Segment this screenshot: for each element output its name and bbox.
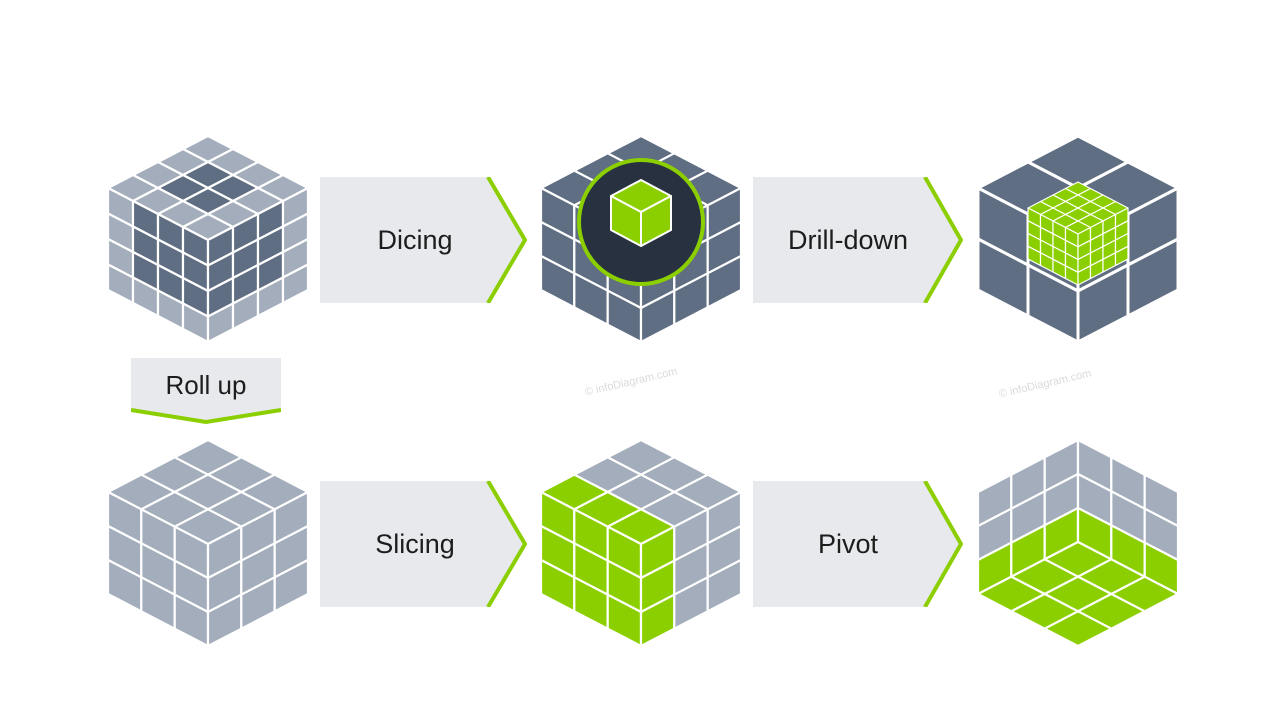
watermark: © infoDiagram.com [997,367,1093,401]
drill-down-arrow: Drill-down [753,176,964,304]
cube-slicing-result [539,438,743,648]
floor-cell [1043,610,1113,648]
dicing-label: Dicing [377,224,453,255]
dicing-arrow: Dicing [320,175,530,305]
chevron-down-icon [130,358,282,425]
cube-pivot-result [976,438,1180,648]
cube-cell [1126,237,1180,318]
pivot-arrow: Pivot [753,480,964,608]
cube-roll-up-result [106,438,310,648]
drill-cell [1114,245,1129,267]
roll-up-label: Roll up [165,369,247,400]
chevron-right-icon [320,479,528,609]
chevron-right-icon [753,480,964,608]
slicing-label: Slicing [375,528,455,559]
cube-full-dataset [106,134,310,344]
roll-up-arrow: Roll up [130,358,282,425]
cube-cell [706,254,743,309]
selected-subcube-right [640,195,672,247]
cube-drill-down-result [976,134,1180,344]
pivot-label: Pivot [817,528,879,559]
cube-cell [281,263,310,305]
cube-cell [273,558,310,613]
slicing-arrow: Slicing [320,479,530,609]
chevron-right-icon [320,175,528,305]
cube-cell [706,558,743,613]
chevron-right-icon [753,176,964,304]
cube-dicing-result [539,134,743,344]
watermark: © infoDiagram.com [583,365,679,399]
drill-down-label: Drill-down [787,224,909,255]
